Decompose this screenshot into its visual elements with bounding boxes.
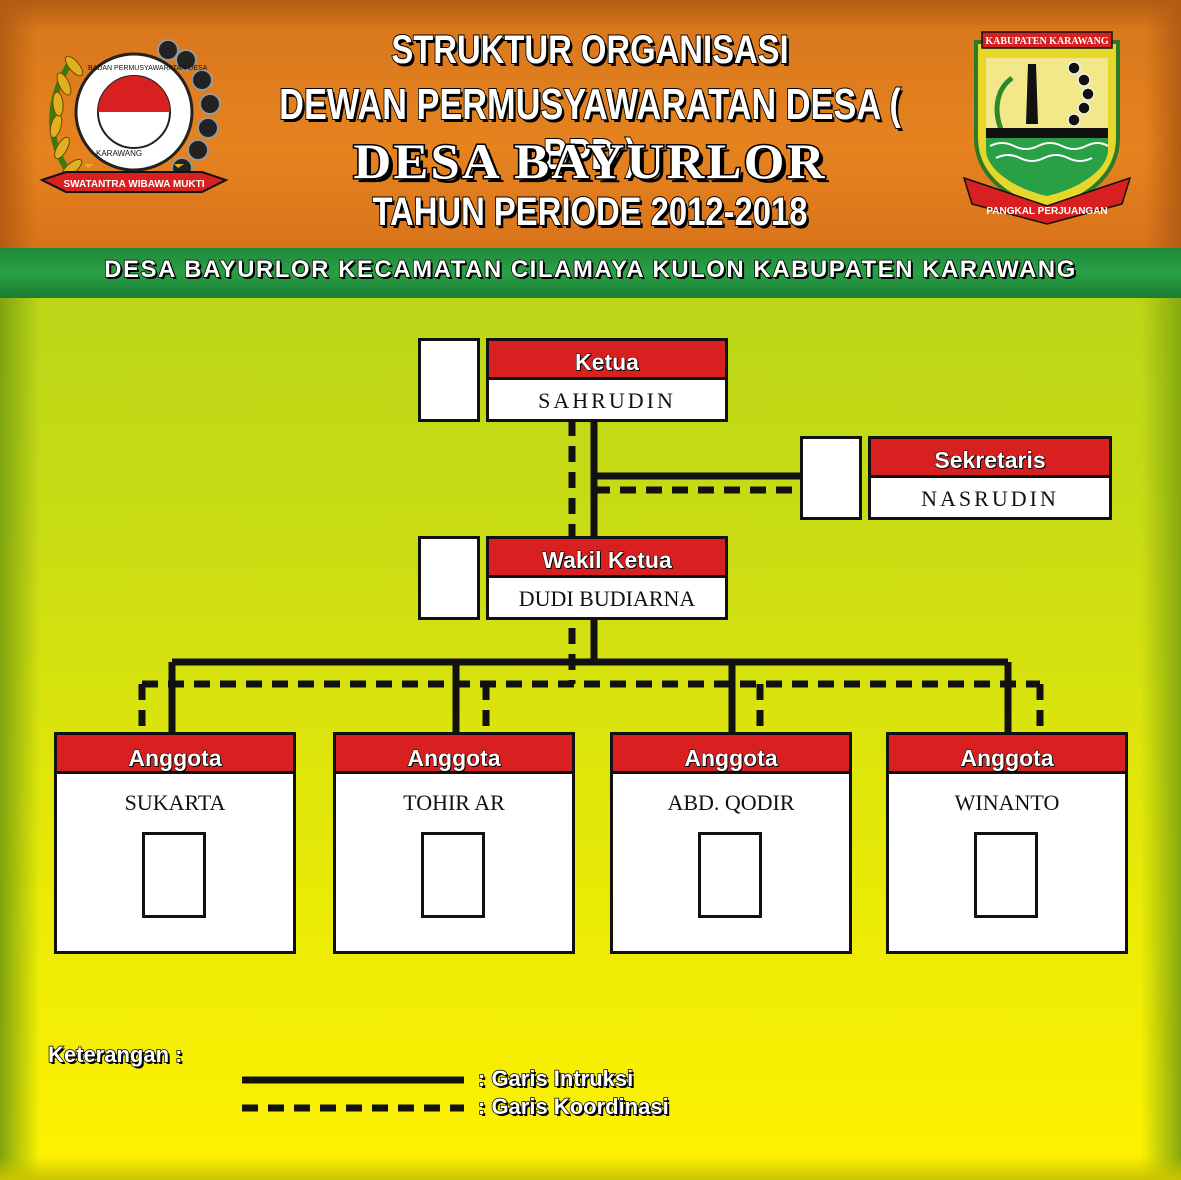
legend-solid-label: : Garis Intruksi	[477, 1065, 634, 1092]
title-line-2: DEWAN PERMUSYAWARATAN DESA ( BPD )	[278, 79, 901, 180]
crest-top-banner: KABUPATEN KARAWANG	[985, 36, 1108, 47]
legend-title: Keterangan :	[47, 1041, 183, 1068]
member-name: WINANTO	[954, 790, 1060, 815]
ketua-role: Ketua	[486, 338, 728, 380]
leaf-wreath-icon	[49, 55, 84, 183]
member-name: TOHIR AR	[403, 790, 505, 815]
legend-dashed-label: : Garis Koordinasi	[477, 1093, 669, 1120]
member-name: ABD. QODIR	[667, 790, 795, 815]
header-shade	[0, 0, 1181, 30]
member-name: SUKARTA	[124, 790, 226, 815]
sekretaris-role: Sekretaris	[868, 436, 1112, 478]
water-wave-icon	[989, 142, 1109, 150]
crest-bottom-ribbon: PANGKAL PERJUANGAN	[986, 206, 1107, 217]
member-card: Anggota TOHIR AR	[333, 732, 575, 954]
bpd-ring-bottom: KARAWANG	[96, 149, 142, 158]
bottom-bevel	[0, 1156, 1181, 1180]
header-shade-left	[0, 0, 36, 248]
member-card: Anggota ABD. QODIR	[610, 732, 852, 954]
subtitle-bar	[0, 248, 1181, 298]
wakil-photo	[418, 536, 480, 620]
member-role: Anggota	[886, 732, 1128, 774]
ketua-photo	[418, 338, 480, 422]
karawang-crest-icon: KABUPATEN KARAWANG PANGKAL PERJUANGAN	[962, 31, 1132, 225]
member-photo	[142, 832, 206, 918]
subtitle: DESA BAYURLOR KECAMATAN CILAMAYA KULON K…	[103, 255, 1077, 284]
instruction-lines	[168, 420, 1012, 734]
bpd-ribbon: SWATANTRA WIBAWA MUKTI	[63, 179, 204, 190]
member-role: Anggota	[610, 732, 852, 774]
chain-icon	[1067, 61, 1095, 127]
sekretaris-photo	[800, 436, 862, 520]
member-body	[333, 774, 575, 954]
title-line-4: TAHUN PERIODE 2012-2018	[372, 189, 809, 235]
member-body	[54, 774, 296, 954]
sekretaris-name: NASRUDIN	[868, 478, 1112, 520]
legend-swatches	[242, 1076, 464, 1112]
bpd-logo-icon: KARAWANG BADAN PERMUSYAWARATAN DESA SWAT…	[39, 39, 229, 193]
member-photo	[698, 832, 762, 918]
leaf-icon	[994, 75, 1014, 133]
header-shade-right	[1145, 0, 1181, 248]
wakil-name: DUDI BUDIARNA	[486, 578, 728, 620]
keris-icon	[1026, 64, 1038, 124]
ketua-name: SAHRUDIN	[486, 380, 728, 422]
wakil-role: Wakil Ketua	[486, 536, 728, 578]
bpd-ring-top: BADAN PERMUSYAWARATAN DESA	[88, 65, 208, 72]
title-line-1: STRUKTUR ORGANISASI	[391, 27, 790, 73]
member-role: Anggota	[333, 732, 575, 774]
member-photo	[421, 832, 485, 918]
member-card: Anggota SUKARTA	[54, 732, 296, 954]
title-line-3: DESA BAYURLOR	[352, 132, 827, 191]
member-card: Anggota WINANTO	[886, 732, 1128, 954]
member-role: Anggota	[54, 732, 296, 774]
member-photo	[974, 832, 1038, 918]
